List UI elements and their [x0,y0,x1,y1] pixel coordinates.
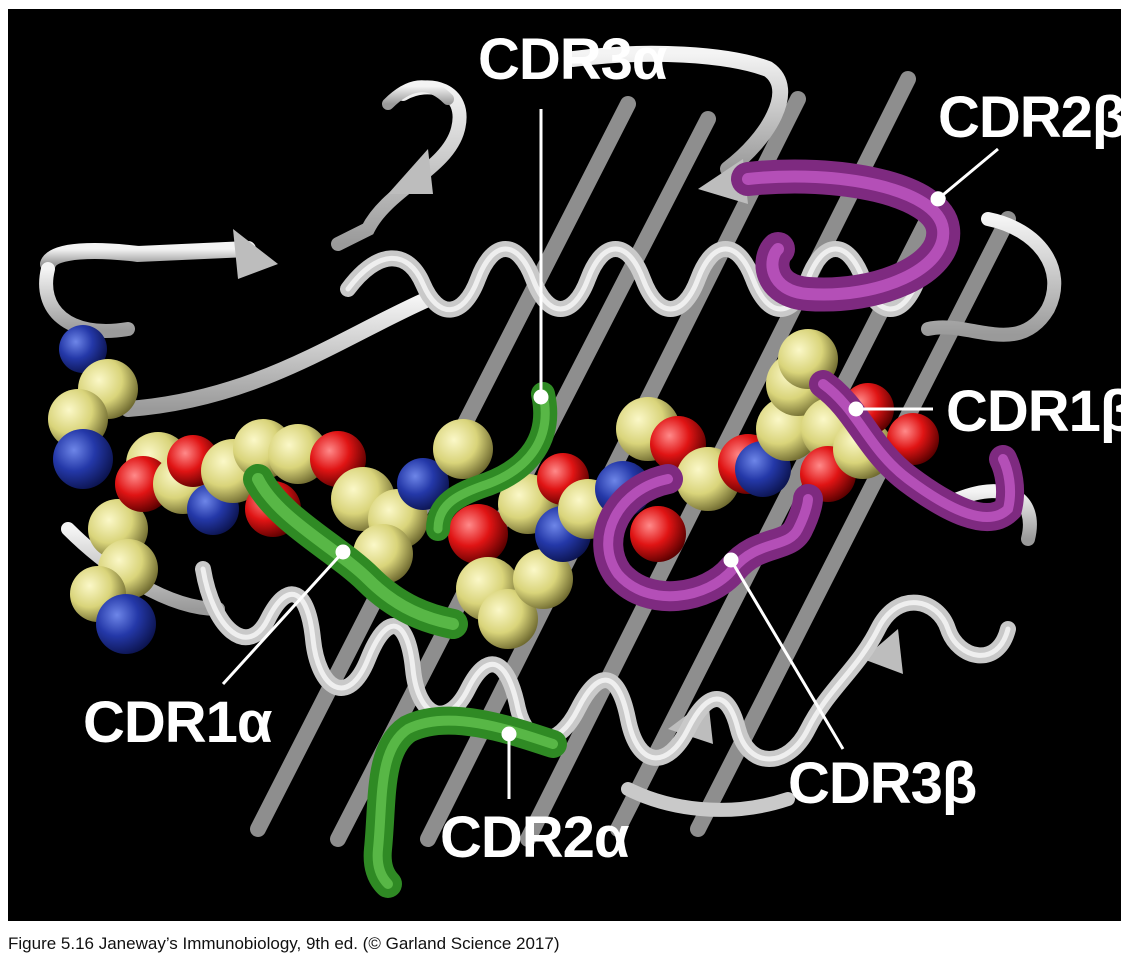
cdr-alpha-loops [243,382,567,898]
cdr-beta-loops [593,159,1025,612]
label-leader-lines [221,109,999,799]
label-cdr1-beta: CDR1β [946,379,1121,444]
label-cdr2-alpha: CDR2α [440,805,630,870]
lower-alpha-helix [195,561,1016,817]
label-cdr1-alpha: CDR1α [83,690,273,755]
upper-alpha-helix [340,241,926,318]
label-cdr3-beta: CDR3β [788,751,977,816]
tcr-pmhc-structure-image [39,45,1062,898]
label-cdr3-alpha: CDR3α [478,27,668,92]
label-cdr2-beta: CDR2β [938,85,1121,150]
structure-figure: CDR3α CDR2β CDR1β CDR1α CDR3β CDR2α [8,9,1121,921]
figure-caption: Figure 5.16 Janeway’s Immunobiology, 9th… [8,934,560,953]
